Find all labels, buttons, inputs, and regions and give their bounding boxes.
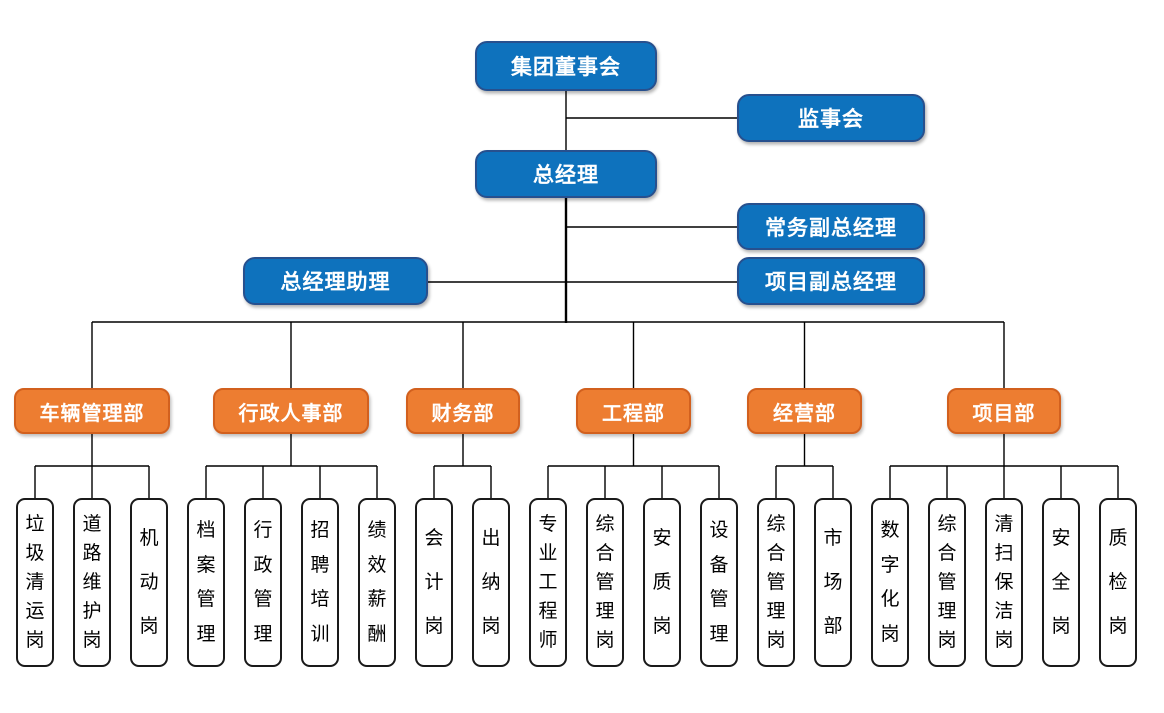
node-general-manager-label: 总经理 [533,164,599,187]
position-box: 档案管理 [187,498,225,667]
dept-project-label: 项目部 [972,402,1036,425]
node-project-deputy-gm-label: 项目副总经理 [765,271,897,294]
position-box: 安质岗 [643,498,681,667]
position-label: 综合管理岗 [937,513,957,652]
node-group-board: 集团董事会 [475,41,657,91]
position-label: 专业工程师 [538,513,558,652]
position-box: 设备管理 [700,498,738,667]
position-box: 出纳岗 [472,498,510,667]
position-label: 综合管理岗 [766,513,786,652]
position-label: 出纳岗 [481,528,501,637]
position-label: 垃圾清运岗 [25,513,45,652]
position-box: 招聘培训 [301,498,339,667]
position-box: 绩效薪酬 [358,498,396,667]
position-label: 质检岗 [1108,528,1128,637]
position-label: 招聘培训 [310,519,330,646]
dept-hr-admin: 行政人事部 [213,388,369,434]
position-label: 市场部 [823,528,843,637]
dept-operations-label: 经营部 [773,402,836,425]
dept-vehicle-management-label: 车辆管理部 [39,402,145,425]
position-label: 数字化岗 [880,519,900,646]
dept-operations: 经营部 [747,388,862,434]
position-label: 安全岗 [1051,528,1071,637]
position-box: 机动岗 [130,498,168,667]
position-label: 绩效薪酬 [367,519,387,646]
position-box: 行政管理 [244,498,282,667]
dept-hr-admin-label: 行政人事部 [238,402,344,425]
dept-finance: 财务部 [406,388,520,434]
position-label: 档案管理 [196,519,216,646]
dept-finance-label: 财务部 [431,402,495,425]
position-label: 清扫保洁岗 [994,513,1014,652]
position-label: 综合管理岗 [595,513,615,652]
node-supervisory-board: 监事会 [737,94,925,142]
node-exec-deputy-gm-label: 常务副总经理 [765,216,897,240]
node-project-deputy-gm: 项目副总经理 [737,257,925,305]
position-label: 道路维护岗 [82,513,102,652]
dept-project: 项目部 [947,388,1061,434]
position-label: 行政管理 [253,519,273,646]
position-box: 综合管理岗 [586,498,624,667]
position-box: 数字化岗 [871,498,909,667]
position-box: 质检岗 [1099,498,1137,667]
position-box: 道路维护岗 [73,498,111,667]
position-label: 安质岗 [652,528,672,637]
dept-vehicle-management: 车辆管理部 [14,388,170,434]
position-box: 会计岗 [415,498,453,667]
node-general-manager: 总经理 [475,150,657,198]
position-label: 会计岗 [424,528,444,637]
position-box: 综合管理岗 [928,498,966,667]
position-box: 清扫保洁岗 [985,498,1023,667]
node-supervisory-board-label: 监事会 [798,108,864,131]
position-label: 机动岗 [139,528,159,637]
position-box: 综合管理岗 [757,498,795,667]
position-box: 市场部 [814,498,852,667]
node-exec-deputy-gm: 常务副总经理 [737,203,925,250]
position-box: 垃圾清运岗 [16,498,54,667]
position-box: 专业工程师 [529,498,567,667]
position-label: 设备管理 [709,519,729,646]
position-box: 安全岗 [1042,498,1080,667]
dept-engineering-label: 工程部 [602,402,665,425]
node-gm-assistant: 总经理助理 [243,257,428,305]
dept-engineering: 工程部 [576,388,691,434]
node-gm-assistant-label: 总经理助理 [280,271,391,294]
node-group-board-label: 集团董事会 [511,56,621,79]
